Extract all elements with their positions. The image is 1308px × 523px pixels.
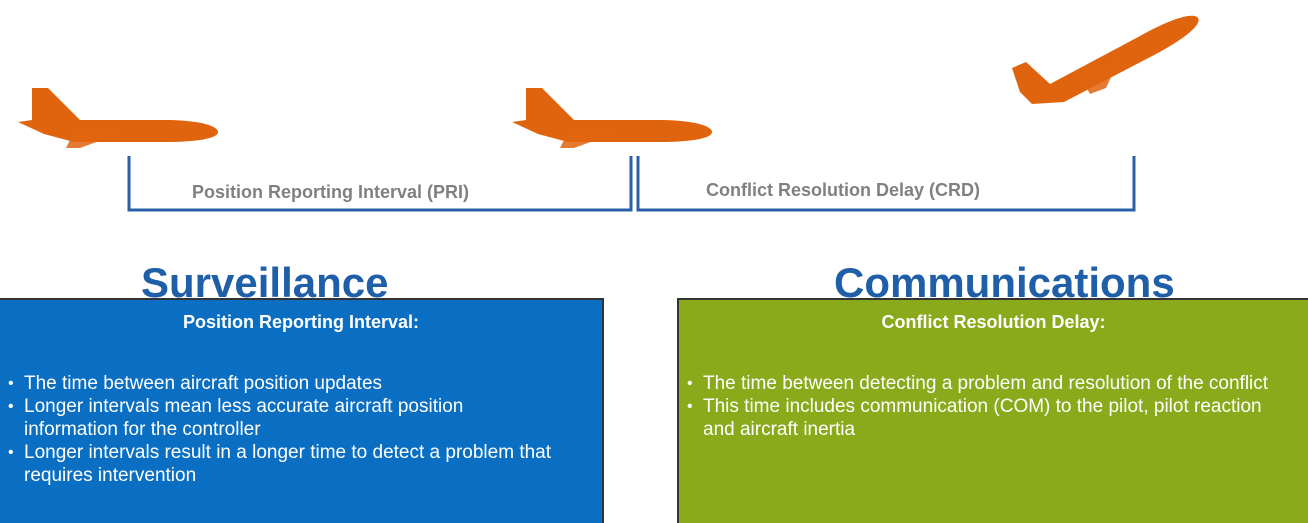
airplane-icon [512,88,712,148]
communications-box: Conflict Resolution Delay: •The time bet… [677,298,1308,523]
surveillance-title: Surveillance [141,259,389,306]
list-item: •Longer intervals result in a longer tim… [8,442,552,486]
communications-heading: Conflict Resolution Delay: [881,312,1106,332]
list-item: •The time between aircraft position upda… [8,373,383,394]
communications-bullet-list: •The time between detecting a problem an… [679,372,1308,441]
communications-title: Communications [834,259,1175,306]
crd-label: Conflict Resolution Delay (CRD) [706,180,981,200]
surveillance-bullet-list: •The time between aircraft position upda… [0,372,602,487]
pri-bracket [127,156,633,212]
list-item: •Longer intervals mean less accurate air… [8,396,464,440]
list-item: •This time includes communication (COM) … [687,396,1262,440]
crd-bracket [636,156,1136,212]
pri-label: Position Reporting Interval (PRI) [192,182,470,202]
airplane-icon [1012,15,1199,104]
surveillance-heading: Position Reporting Interval: [182,312,419,332]
list-item: •The time between detecting a problem an… [687,373,1269,394]
airplane-icon [18,88,218,148]
surveillance-box: Position Reporting Interval: •The time b… [0,298,604,523]
